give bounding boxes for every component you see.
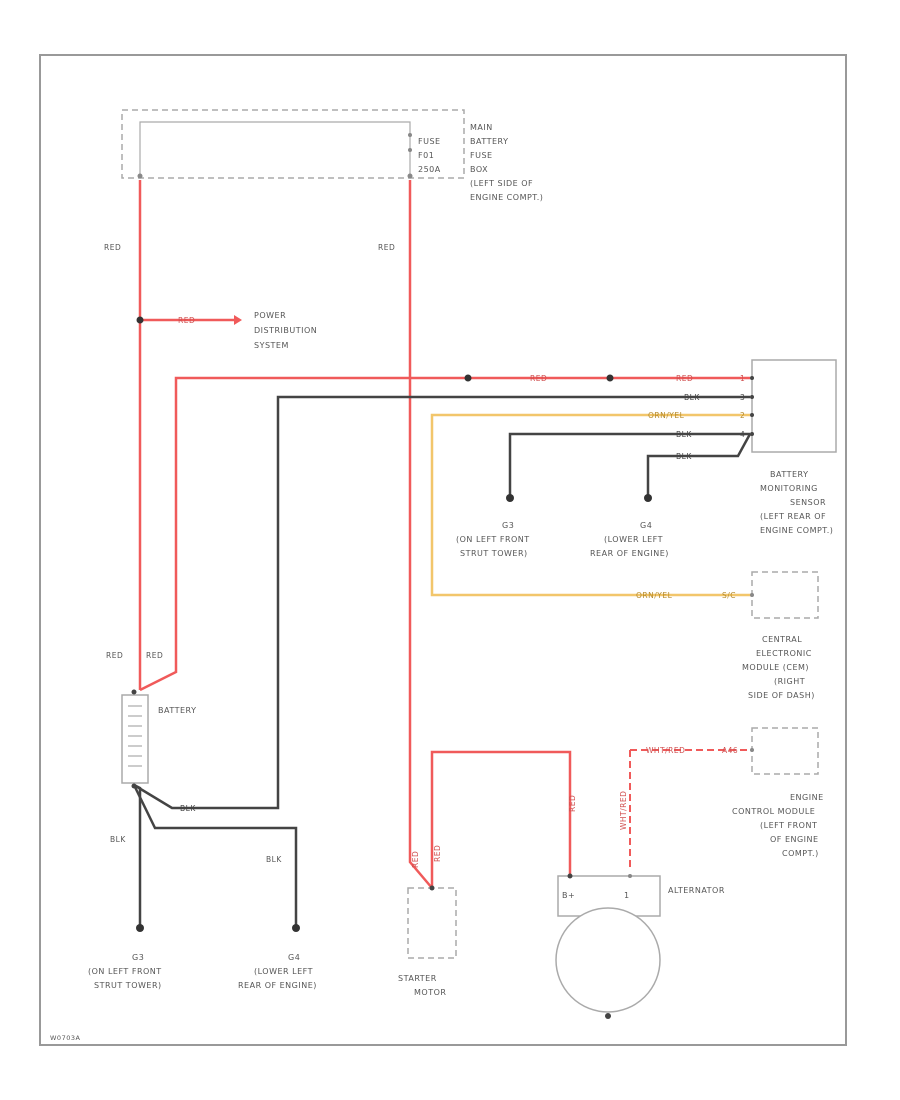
pin-label: S/C [722, 591, 736, 600]
alternator-terminal-1: 1 [624, 891, 630, 900]
svg-text:OF ENGINE: OF ENGINE [770, 835, 819, 844]
svg-text:ENGINE COMPT.): ENGINE COMPT.) [470, 193, 543, 202]
svg-text:STRUT TOWER): STRUT TOWER) [460, 549, 528, 558]
svg-text:CONTROL MODULE: CONTROL MODULE [732, 807, 815, 816]
wire-label: RED [106, 651, 123, 660]
svg-text:FUSE: FUSE [470, 151, 493, 160]
red-wires [138, 180, 750, 889]
svg-text:STRUT TOWER): STRUT TOWER) [94, 981, 162, 990]
wire-label: RED [104, 243, 121, 252]
svg-text:G4: G4 [288, 953, 300, 962]
svg-text:BATTERY: BATTERY [770, 470, 808, 479]
svg-text:SYSTEM: SYSTEM [254, 341, 289, 350]
wire-label: ORN/YEL [636, 591, 673, 600]
svg-text:ELECTRONIC: ELECTRONIC [756, 649, 812, 658]
wire-label: RED [178, 316, 195, 325]
svg-text:G4: G4 [640, 521, 652, 530]
wire-label: BLK [266, 855, 282, 864]
alternator-label: ALTERNATOR [668, 886, 725, 895]
pin-label: 2 [740, 411, 745, 420]
diagram-frame [39, 54, 847, 1046]
svg-text:DISTRIBUTION: DISTRIBUTION [254, 326, 317, 335]
wire-label: RED [433, 845, 442, 862]
svg-text:REAR OF ENGINE): REAR OF ENGINE) [590, 549, 669, 558]
wire-label: RED [378, 243, 395, 252]
wire-label: WHT/RED [646, 746, 685, 755]
wire-label: BLK [676, 430, 692, 439]
battery: BATTERY [121, 689, 196, 789]
pin-label: A46 [722, 746, 738, 755]
fuse-label-1: FUSE [418, 137, 441, 146]
svg-text:ENGINE COMPT.): ENGINE COMPT.) [760, 526, 833, 535]
wire-label: RED [146, 651, 163, 660]
fuse-label-2: F01 [418, 151, 434, 160]
ground-g4-lower: G4 (LOWER LEFT REAR OF ENGINE) [238, 924, 317, 990]
central-electronic-module: CENTRAL ELECTRONIC MODULE (CEM) (RIGHT S… [742, 571, 819, 700]
svg-text:(LOWER LEFT: (LOWER LEFT [254, 967, 313, 976]
svg-text:G3: G3 [502, 521, 514, 530]
alternator: B+ 1 ALTERNATOR [555, 873, 725, 1019]
svg-text:(LEFT REAR OF: (LEFT REAR OF [760, 512, 826, 521]
svg-text:MOTOR: MOTOR [414, 988, 446, 997]
ground-g4-upper: G4 (LOWER LEFT REAR OF ENGINE) [590, 494, 669, 558]
wire-label: WHT/RED [619, 791, 628, 830]
pin-label: 4 [740, 430, 745, 439]
svg-text:STARTER: STARTER [398, 974, 437, 983]
battery-label: BATTERY [158, 706, 196, 715]
svg-text:(LOWER LEFT: (LOWER LEFT [604, 535, 663, 544]
black-wires [132, 395, 752, 928]
alternator-terminal-b: B+ [562, 891, 575, 900]
wire-label: BLK [180, 804, 196, 813]
svg-text:MODULE (CEM): MODULE (CEM) [742, 663, 809, 672]
svg-text:CENTRAL: CENTRAL [762, 635, 802, 644]
yellow-wire [430, 413, 752, 597]
svg-text:(RIGHT: (RIGHT [774, 677, 805, 686]
wire-label: RED [411, 851, 420, 868]
svg-text:REAR OF ENGINE): REAR OF ENGINE) [238, 981, 317, 990]
wire-label: BLK [676, 452, 692, 461]
svg-text:SENSOR: SENSOR [790, 498, 826, 507]
svg-text:MONITORING: MONITORING [760, 484, 818, 493]
wire-label: RED [568, 795, 577, 812]
fuse-box-caption: MAIN BATTERY FUSE BOX (LEFT SIDE OF ENGI… [470, 123, 543, 202]
starter-motor: STARTER MOTOR [398, 885, 457, 997]
engine-control-module: ENGINE CONTROL MODULE (LEFT FRONT OF ENG… [732, 727, 824, 858]
wire-label: RED [530, 374, 547, 383]
pin-label: 1 [740, 374, 745, 383]
svg-text:(LEFT FRONT: (LEFT FRONT [760, 821, 817, 830]
svg-text:(LEFT SIDE OF: (LEFT SIDE OF [470, 179, 533, 188]
wire-label: ORN/YEL [648, 411, 685, 420]
wire-label: BLK [110, 835, 126, 844]
svg-text:COMPT.): COMPT.) [782, 849, 819, 858]
svg-text:G3: G3 [132, 953, 144, 962]
svg-text:MAIN: MAIN [470, 123, 493, 132]
ground-g3-upper: G3 (ON LEFT FRONT STRUT TOWER) [456, 494, 530, 558]
fuse-label-3: 250A [418, 165, 441, 174]
main-fuse-box: FUSE F01 250A [121, 109, 465, 179]
svg-text:(ON LEFT FRONT: (ON LEFT FRONT [88, 967, 162, 976]
wire-label: RED [676, 374, 693, 383]
pin-label: 3 [740, 393, 745, 402]
power-distribution-label: POWER DISTRIBUTION SYSTEM [254, 311, 317, 350]
svg-text:(ON LEFT FRONT: (ON LEFT FRONT [456, 535, 530, 544]
svg-text:BOX: BOX [470, 165, 488, 174]
wire-label: BLK [684, 393, 700, 402]
svg-text:SIDE OF DASH): SIDE OF DASH) [748, 691, 815, 700]
ground-g3-lower: G3 (ON LEFT FRONT STRUT TOWER) [88, 924, 162, 990]
svg-text:ENGINE: ENGINE [790, 793, 824, 802]
battery-monitoring-sensor: BATTERY MONITORING SENSOR (LEFT REAR OF … [750, 359, 837, 535]
svg-text:POWER: POWER [254, 311, 286, 320]
figure-code: W0703A [50, 1034, 80, 1042]
svg-text:BATTERY: BATTERY [470, 137, 508, 146]
red-junctions [136, 315, 614, 382]
